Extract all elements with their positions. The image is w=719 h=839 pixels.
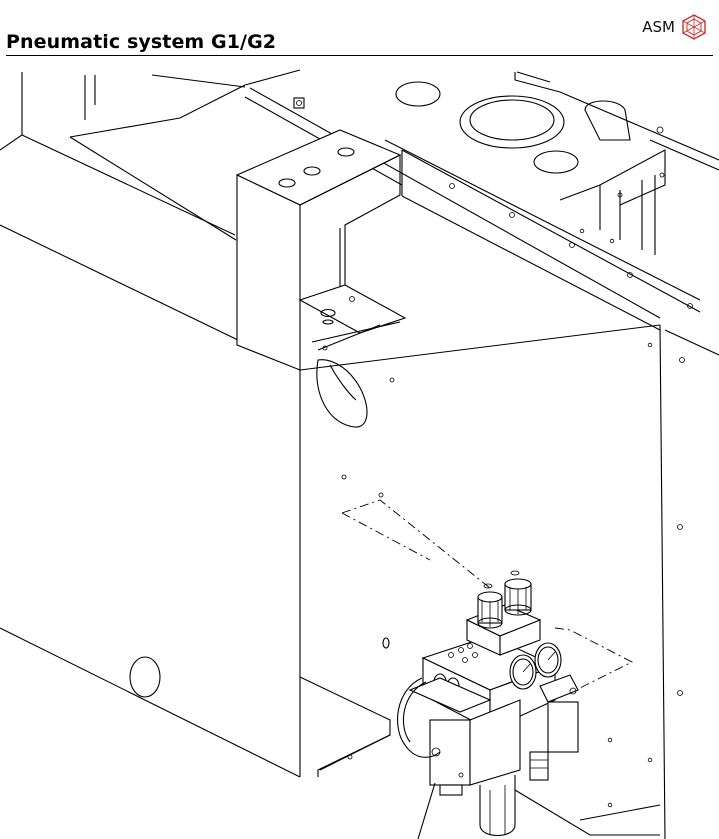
mounting-column [235,129,407,428]
top-frame [244,69,719,319]
brand-logo: ASM [642,12,707,42]
page-title: Pneumatic system G1/G2 [6,31,277,53]
pneumatic-system-drawing [0,69,719,839]
pneumatic-unit [397,570,661,839]
header-divider [6,55,713,56]
asm-hex-logo-icon [682,14,706,40]
side-rail [384,139,701,331]
brand-name: ASM [642,18,675,36]
front-panel [299,324,719,839]
